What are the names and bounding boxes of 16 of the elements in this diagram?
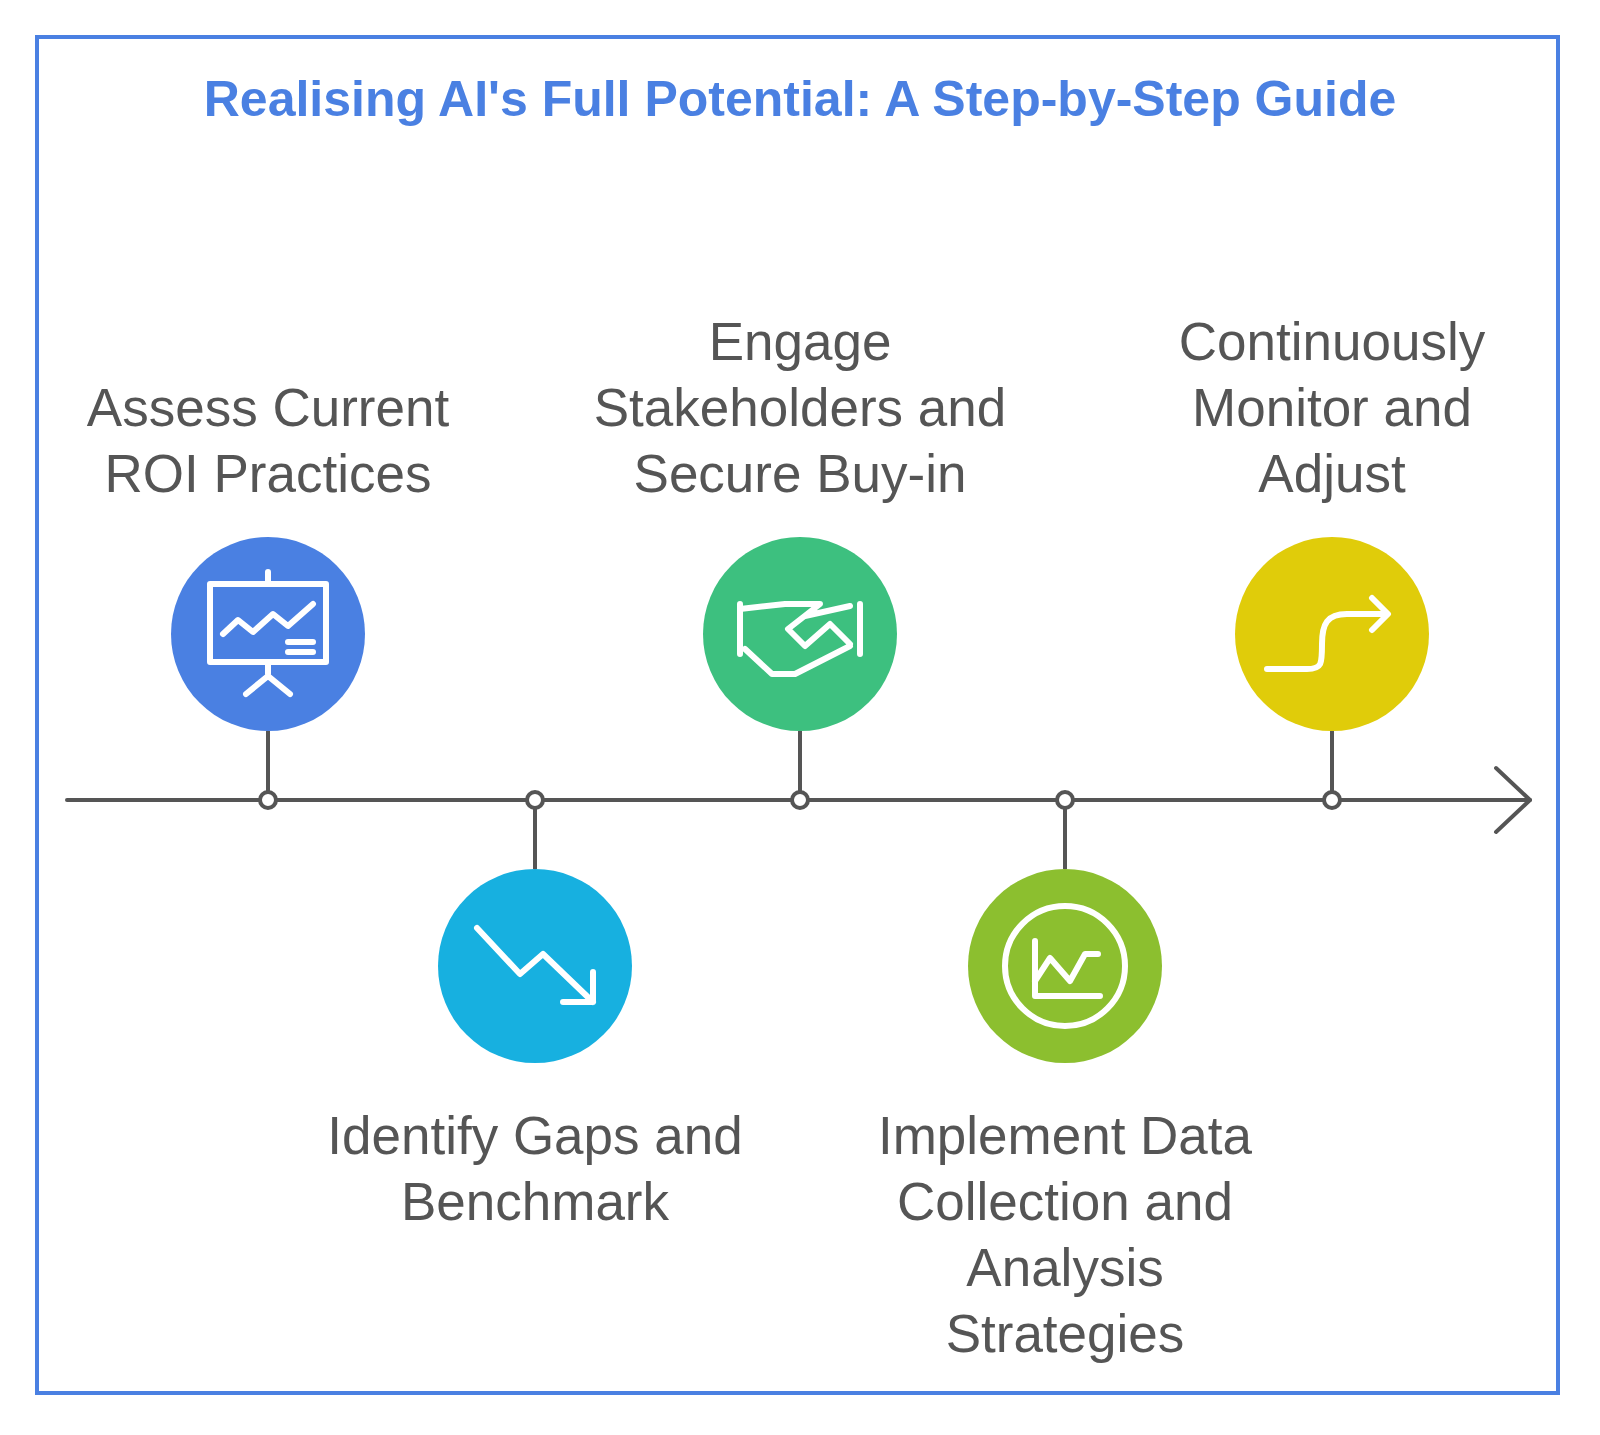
title: Realising AI's Full Potential: A Step-by-Step Guide [202, 70, 1398, 128]
step-label: Identify Gaps and Benchmark [326, 1105, 744, 1233]
connector-line [798, 731, 802, 792]
timeline-dot [790, 790, 810, 810]
step-label: Implement Data Collection and Analysis Strategies [876, 1105, 1254, 1365]
timeline-dot [1055, 790, 1075, 810]
connector-line [1063, 808, 1067, 869]
timeline-dot [258, 790, 278, 810]
connector-line [533, 808, 537, 869]
connector-line [266, 731, 270, 792]
timeline-dot [525, 790, 545, 810]
step-label: Engage Stakeholders and Secure Buy-in [592, 311, 1008, 505]
connector-line [1330, 731, 1334, 792]
step-label: Continuously Monitor and Adjust [1177, 311, 1487, 505]
timeline-dot [1322, 790, 1342, 810]
step-label: Assess Current ROI Practices [85, 377, 451, 505]
